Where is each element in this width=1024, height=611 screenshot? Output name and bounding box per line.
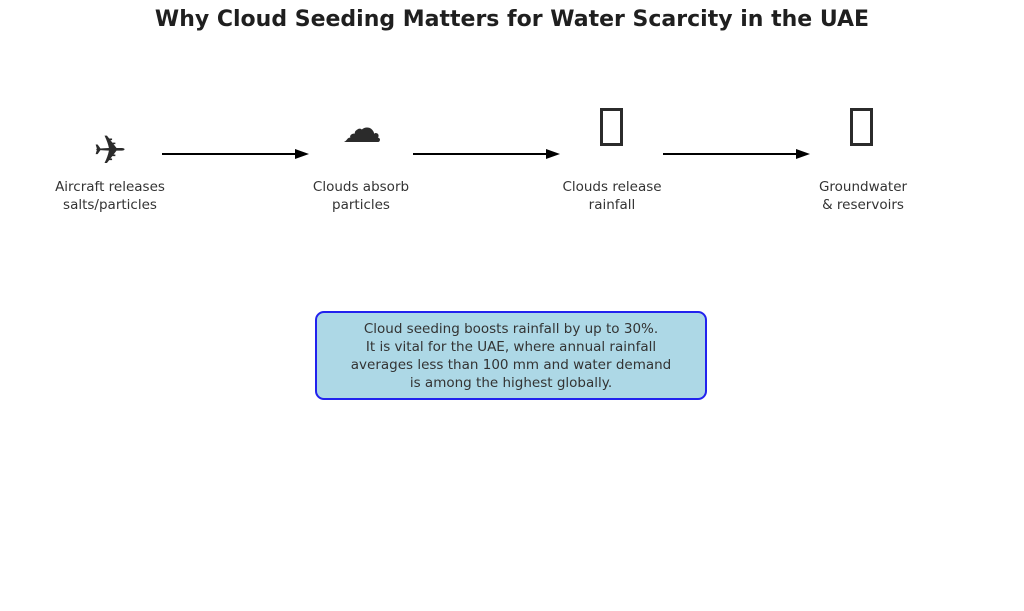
- stage-label-line: Clouds release: [562, 179, 662, 195]
- stage-label-line: Clouds absorb: [312, 179, 410, 195]
- info-box: Cloud seeding boosts rainfall by up to 3…: [315, 311, 707, 400]
- info-box-line: Cloud seeding boosts rainfall by up to 3…: [363, 320, 659, 337]
- info-box-line: It is vital for the UAE, where annual ra…: [365, 338, 657, 355]
- stage-label-groundwater: Groundwater & reservoirs: [753, 179, 973, 214]
- stage-label-line: particles: [332, 196, 390, 213]
- cloud-glyph: ☁: [342, 106, 382, 152]
- airplane-glyph: ✈: [93, 128, 127, 174]
- stage-label-line: Groundwater: [818, 179, 908, 195]
- flow-arrow-3: [663, 152, 796, 155]
- groundwater-icon: [850, 108, 873, 146]
- info-box-line: is among the highest globally.: [409, 374, 613, 391]
- flow-arrow-2: [413, 152, 546, 155]
- stage-label-line: & reservoirs: [822, 196, 904, 213]
- stage-label-line: rainfall: [588, 196, 636, 213]
- stage-label-line: Aircraft releases: [55, 179, 165, 195]
- stage-label-clouds-release: Clouds release rainfall: [502, 179, 722, 214]
- stage-label-clouds-absorb: Clouds absorb particles: [251, 179, 471, 214]
- stage-label-line: salts/particles: [63, 196, 157, 213]
- page-title: Why Cloud Seeding Matters for Water Scar…: [154, 7, 870, 32]
- rainfall-icon: [600, 108, 623, 146]
- flow-arrow-1: [162, 152, 295, 155]
- stage-label-aircraft: Aircraft releases salts/particles: [0, 179, 220, 214]
- airplane-icon: ✈: [80, 121, 140, 181]
- info-box-line: averages less than 100 mm and water dema…: [350, 356, 672, 373]
- cloud-icon: ☁: [332, 99, 392, 159]
